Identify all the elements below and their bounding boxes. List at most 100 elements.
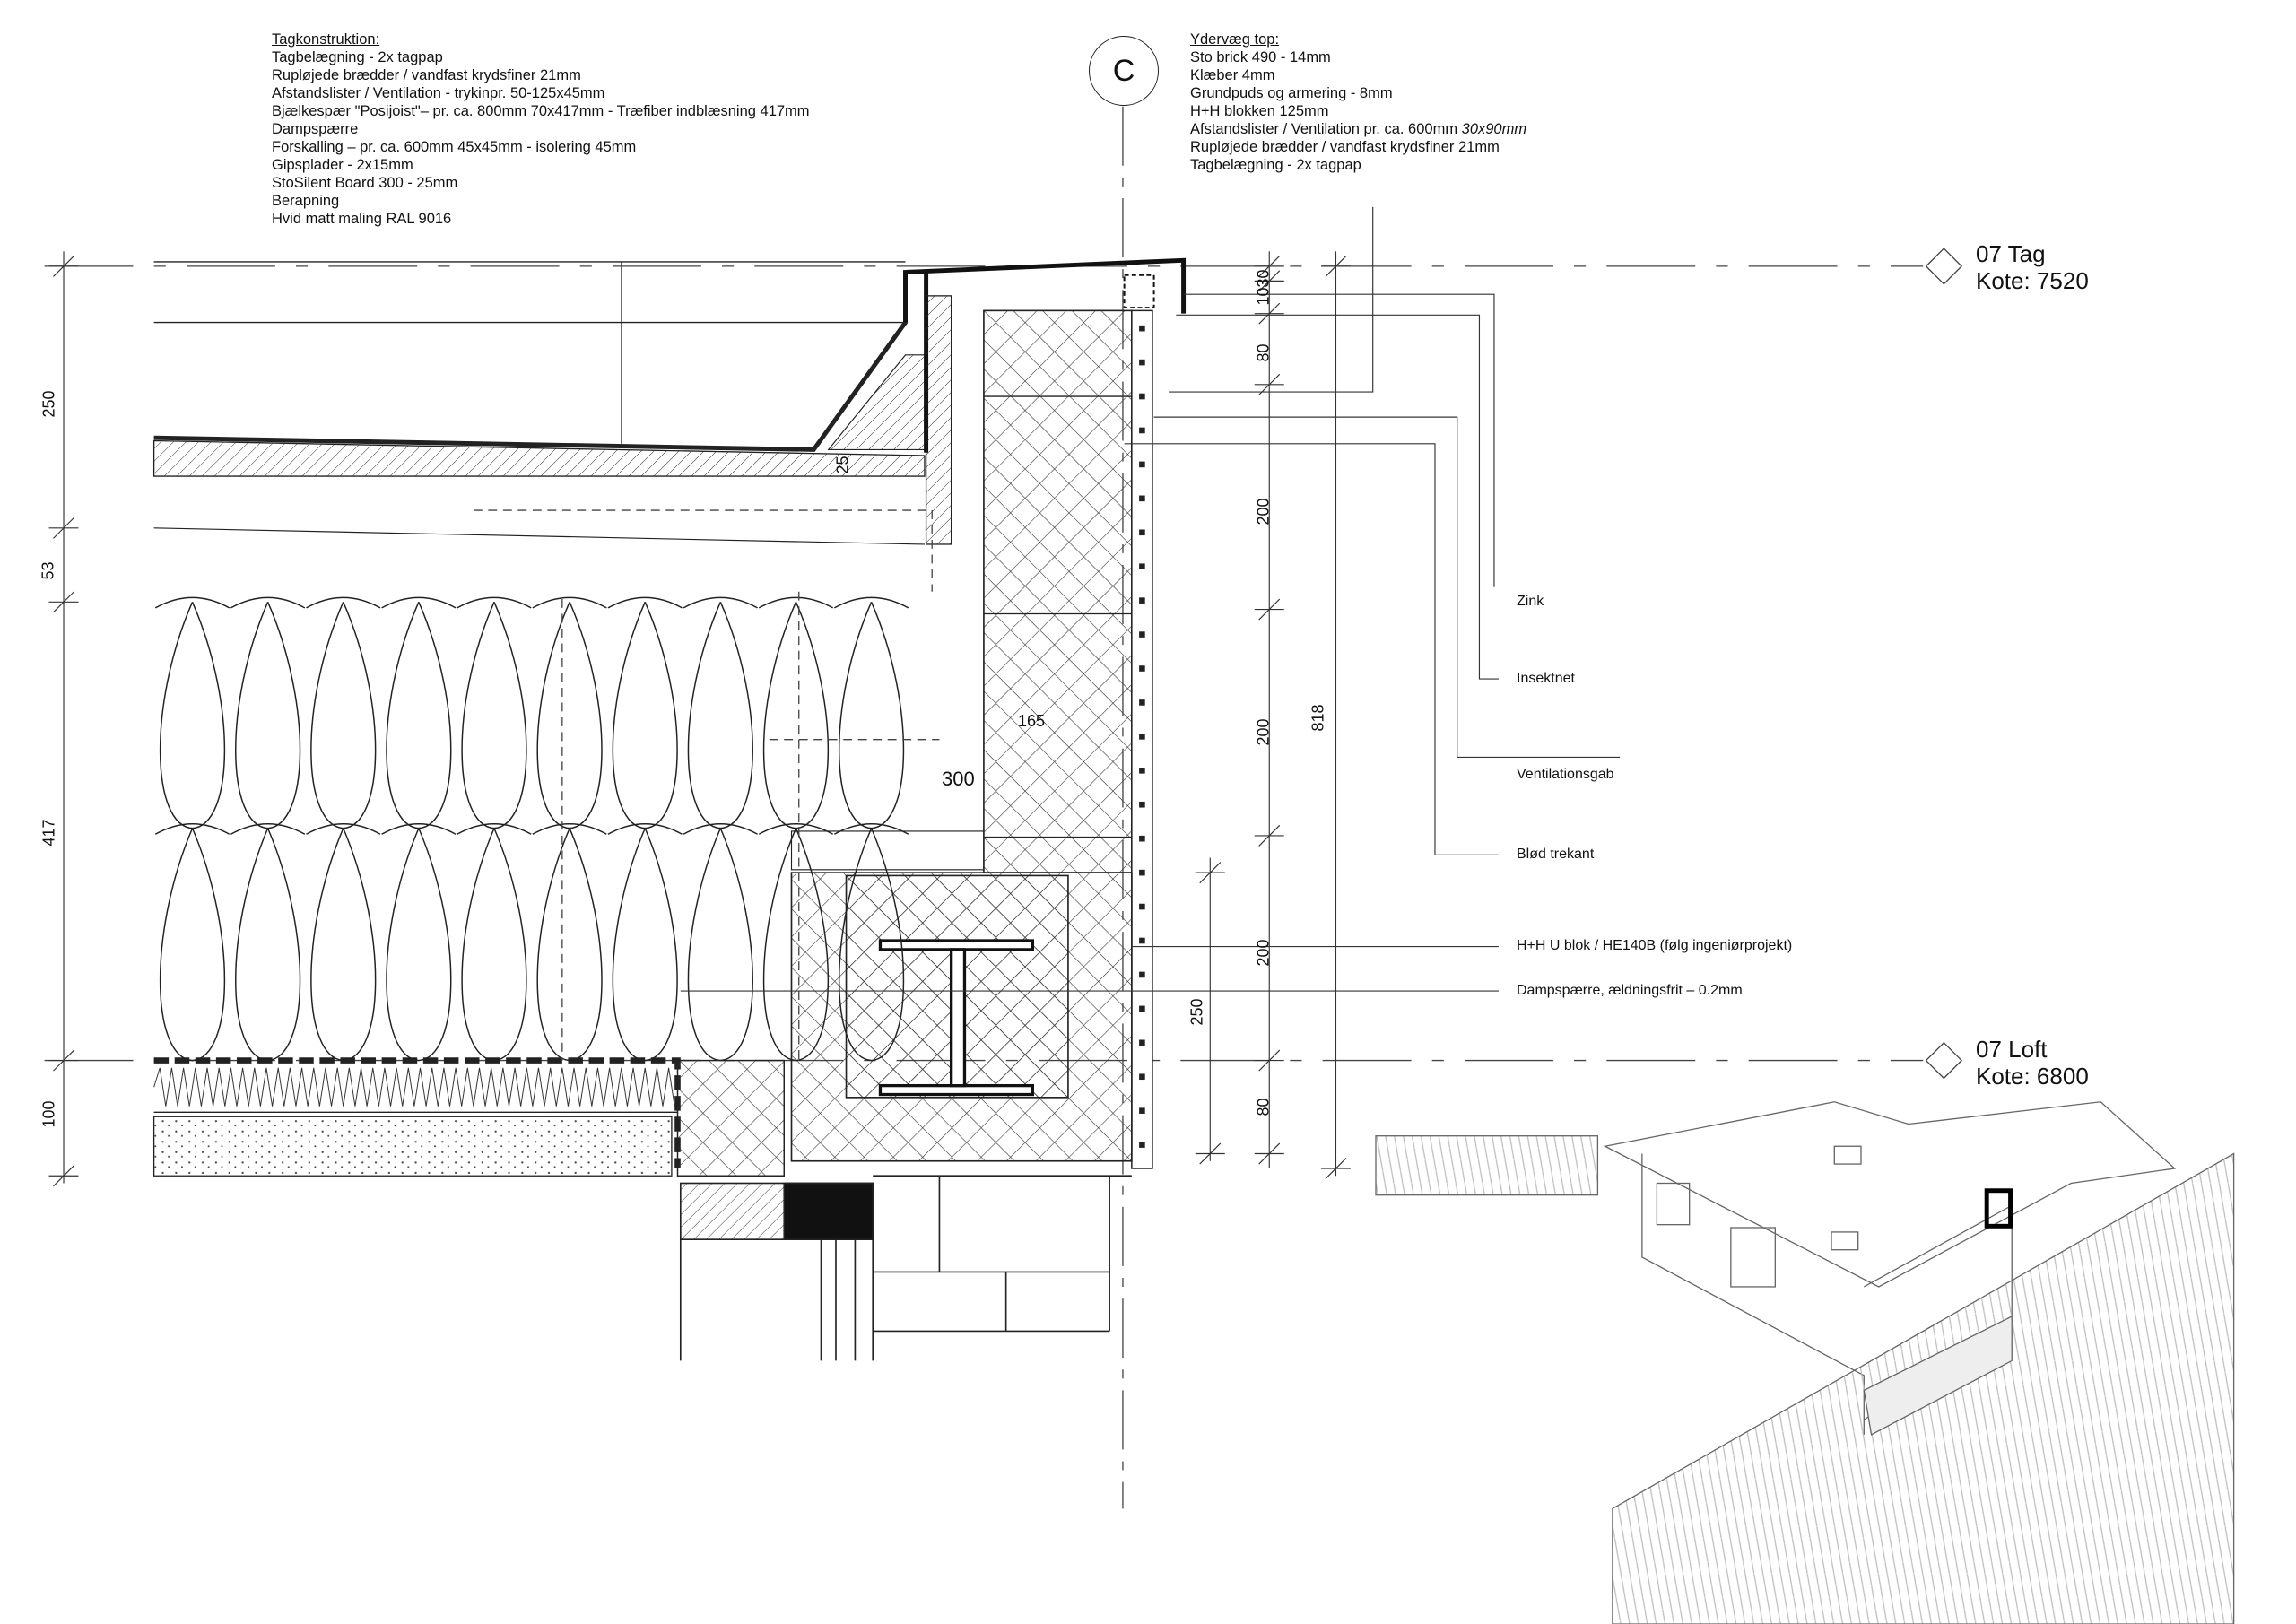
batten-mark xyxy=(1139,427,1145,434)
insulation-batt-loop xyxy=(381,596,457,829)
batten-mark xyxy=(1139,801,1145,808)
callout-insektnet: Insektnet xyxy=(1517,671,1575,686)
insulation-batt-loop xyxy=(306,822,381,1062)
dim-right-80: 80 xyxy=(1254,343,1273,362)
batten-mark xyxy=(1139,461,1145,468)
insulation-batt-loop xyxy=(457,596,532,829)
ceiling-insulation-zigzag xyxy=(153,1067,675,1107)
insulation-batt-loop xyxy=(306,596,381,829)
note-line: Hvid matt maling RAL 9016 xyxy=(272,211,452,227)
note-line: Afstandslister / Ventilation - trykinpr.… xyxy=(272,85,605,101)
batten-mark xyxy=(1139,903,1145,910)
note-line: StoSilent Board 300 - 25mm xyxy=(272,175,458,191)
dim-left-53: 53 xyxy=(39,561,57,580)
roof-layers xyxy=(152,261,926,545)
batten-mark xyxy=(1139,1039,1145,1046)
callout-zink: Zink xyxy=(1517,594,1544,609)
note-line: Grundpuds og armering - 8mm xyxy=(1190,85,1393,101)
level-kote: Kote: 7520 xyxy=(1976,267,2089,294)
insulation-batt-loop xyxy=(154,596,230,829)
dim-left-417: 417 xyxy=(39,819,58,847)
callout-blod-trekant: Blød trekant xyxy=(1517,847,1595,862)
roof-construction-notes: Tagkonstruktion: Tagbelægning - 2x tagpa… xyxy=(272,30,810,228)
insulation-batt-loop xyxy=(381,822,457,1062)
batten-mark xyxy=(1139,1107,1145,1114)
level-line-tag xyxy=(44,248,1963,285)
insulation-batt-loop xyxy=(607,596,683,829)
batten-mark xyxy=(1139,1142,1145,1148)
small-insulation xyxy=(790,830,985,871)
insulation-batt-loop xyxy=(457,822,532,1062)
insulation-batt-loop xyxy=(683,822,758,1062)
note-line: Tagbelægning - 2x tagpap xyxy=(272,49,443,65)
dim-detail-300: 300 xyxy=(942,768,975,790)
dim-right-80: 80 xyxy=(1254,1098,1273,1116)
insulation-batt-loop xyxy=(833,822,909,1062)
insulation-batt-loop xyxy=(532,822,607,1062)
note-line: Afstandslister / Ventilation pr. ca. 600… xyxy=(1190,120,1526,138)
dim-right-200: 200 xyxy=(1254,718,1273,746)
batten-mark xyxy=(1139,937,1145,944)
note-line: Sto brick 490 - 14mm xyxy=(1190,49,1331,65)
insulation-batt-loop xyxy=(154,822,230,1062)
level-name: 07 Tag xyxy=(1976,240,2046,267)
dim-right-200: 200 xyxy=(1254,939,1273,967)
batten-mark xyxy=(1139,359,1145,366)
note-line: Rupløjede brædder / vandfast krydsfiner … xyxy=(1190,139,1500,155)
note-text: Afstandslister / Ventilation pr. ca. 600… xyxy=(1190,121,1462,137)
callout-hh-u-blok: H+H U blok / HE140B (følg ingeniørprojek… xyxy=(1517,938,1793,953)
batten-mark xyxy=(1139,597,1145,604)
batten-mark xyxy=(1139,768,1145,774)
ceiling-layers xyxy=(152,1057,785,1177)
insulation-batt-loop xyxy=(758,596,834,829)
batten-mark xyxy=(1139,734,1145,740)
insulation-batt-loop xyxy=(607,822,683,1062)
note-line: Bjælkespær "Posijoist"– pr. ca. 800mm 70… xyxy=(272,103,810,119)
dim-right-10: 10 xyxy=(1254,287,1273,306)
dim-detail-165: 165 xyxy=(1018,712,1046,730)
hh-block-wall xyxy=(983,309,1133,873)
batten-mark xyxy=(1139,971,1145,978)
callout-leaders xyxy=(680,206,1621,992)
dim-inner-250: 250 xyxy=(1187,998,1206,1026)
note-line: Gipsplader - 2x15mm xyxy=(272,157,413,173)
batten-mark xyxy=(1139,1073,1145,1081)
right-dimension-chain xyxy=(1195,251,1351,1179)
wall-top-notes: Ydervæg top: Sto brick 490 - 14mm Klæber… xyxy=(1190,30,1526,174)
batten-mark xyxy=(1139,835,1145,842)
insect-net xyxy=(1123,274,1155,309)
note-line: Rupløjede brædder / vandfast krydsfiner … xyxy=(272,67,581,83)
insulation-batt-loop xyxy=(833,596,909,829)
note-line: Forskalling – pr. ca. 600mm 45x45mm - is… xyxy=(272,139,637,155)
note-line: H+H blokken 125mm xyxy=(1190,103,1329,119)
left-dimension-chain xyxy=(48,251,79,1187)
batten-mark xyxy=(1139,325,1145,332)
insulation-batt-loop xyxy=(230,822,306,1062)
timber-wall-plate xyxy=(925,295,952,545)
batten-mark xyxy=(1139,869,1145,876)
note-line: Berapning xyxy=(272,193,340,209)
batten-mark xyxy=(1139,495,1145,502)
window-frame xyxy=(679,1175,1132,1361)
he140b-steel-beam xyxy=(878,939,1034,1097)
insulation-batt-loop xyxy=(230,596,306,829)
isometric-house xyxy=(1375,1101,2235,1624)
callout-dampsparre: Dampspærre, ældningsfrit – 0.2mm xyxy=(1517,983,1743,998)
dim-detail-25: 25 xyxy=(833,456,852,474)
insulation-batt-loop xyxy=(683,596,758,829)
wall-notes-heading: Ydervæg top: xyxy=(1190,31,1280,48)
dim-overall-818: 818 xyxy=(1309,704,1327,732)
level-name: 07 Loft xyxy=(1976,1036,2048,1063)
batten-mark xyxy=(1139,393,1145,400)
insulation-batt-loop xyxy=(532,596,607,829)
grid-bubble-c: C xyxy=(1089,36,1159,106)
callout-ventilationsgab: Ventilationsgab xyxy=(1517,767,1614,782)
dim-left-250: 250 xyxy=(39,390,58,418)
dim-right-200: 200 xyxy=(1254,498,1273,525)
note-line: Tagbelægning - 2x tagpap xyxy=(1190,157,1361,173)
dim-right-30: 30 xyxy=(1254,269,1273,288)
note-dimension: 30x90mm xyxy=(1461,121,1527,137)
